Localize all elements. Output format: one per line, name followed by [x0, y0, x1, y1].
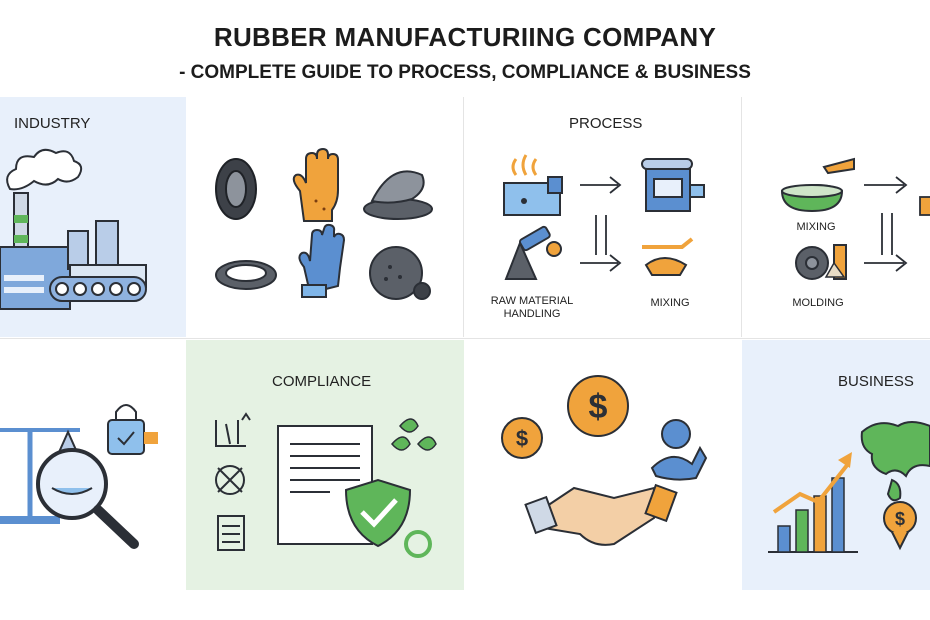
- svg-text:$: $: [516, 426, 528, 451]
- inspection-panel: [0, 340, 186, 590]
- factory-icon: [0, 148, 147, 310]
- finance-icons: $ $: [501, 375, 708, 546]
- products-panel: [186, 97, 464, 337]
- business-label: BUSINESS: [838, 373, 914, 390]
- tire-icon: [215, 158, 257, 220]
- process-detail-panel: MIXING MOLDING: [742, 97, 930, 337]
- page-title: RUBBER MANUFACTURIING COMPANY: [213, 22, 717, 52]
- process-flow-icons: [503, 154, 705, 280]
- world-map-icon: [860, 421, 930, 502]
- magnifier-icon: [36, 448, 139, 549]
- process-panel: PROCESS: [464, 97, 742, 337]
- mixing-bowl-icon: [780, 157, 855, 213]
- chemical-symbol-icon: [215, 465, 245, 495]
- dollar-coin-small-icon: $: [501, 417, 543, 459]
- legal-inspection-icons: [0, 404, 158, 549]
- flow-arrows: [580, 176, 622, 272]
- mixer-machine-icon: [641, 158, 705, 212]
- heating-machine-icon: [503, 154, 563, 216]
- business-panel: BUSINESS $: [742, 340, 930, 590]
- handshake-icon: [524, 483, 678, 546]
- rubber-products-icons: [215, 147, 433, 300]
- bar-chart-icon: [768, 452, 858, 553]
- o-ring-icon: [215, 260, 277, 290]
- flow-arrows-detail: [864, 176, 930, 272]
- recycle-icon: [404, 530, 432, 558]
- page-subtitle: - COMPLETE GUIDE TO PROCESS, COMPLIANCE …: [179, 62, 751, 83]
- lock-icon: [107, 404, 158, 455]
- person-icon: [650, 419, 708, 481]
- shield-check-icon: [344, 478, 412, 548]
- rubber-disc-icon: [369, 246, 431, 300]
- industry-panel: INDUSTRY: [0, 97, 186, 337]
- svg-text:$: $: [895, 509, 905, 529]
- grid-divider: [463, 97, 464, 337]
- compliance-icons: [215, 412, 437, 558]
- step-raw-material-label: RAW MATERIAL HANDLING: [490, 295, 574, 320]
- mixing-tray-icon: [642, 237, 694, 276]
- grid-divider: [741, 97, 742, 337]
- finance-panel: $ $: [464, 340, 742, 590]
- dollar-pin-icon: $: [883, 501, 917, 551]
- compliance-label: COMPLIANCE: [272, 373, 372, 390]
- business-icons: $: [768, 421, 930, 553]
- rubber-seal-icon: [363, 170, 433, 220]
- svg-text:$: $: [589, 388, 608, 426]
- process-label: PROCESS: [569, 115, 643, 132]
- raw-material-icon: [504, 225, 562, 280]
- blue-gloves-icon: [298, 223, 346, 298]
- clipboard-icon: [217, 515, 245, 551]
- glove-icon: [292, 147, 339, 222]
- industry-label: INDUSTRY: [14, 115, 91, 132]
- leaves-icon: [391, 418, 437, 451]
- molding-machine-icon: [795, 244, 847, 280]
- lab-equipment-icon: [215, 412, 251, 447]
- process-detail-icons: [780, 157, 930, 280]
- dollar-coin-large-icon: $: [567, 375, 629, 437]
- grid-divider: [0, 338, 930, 339]
- detail-mixing-label: MIXING: [796, 221, 836, 233]
- detail-molding-label: MOLDING: [792, 297, 844, 309]
- compliance-panel: COMPLIANCE: [186, 340, 464, 590]
- step-mixing-label: MIXING: [650, 297, 690, 309]
